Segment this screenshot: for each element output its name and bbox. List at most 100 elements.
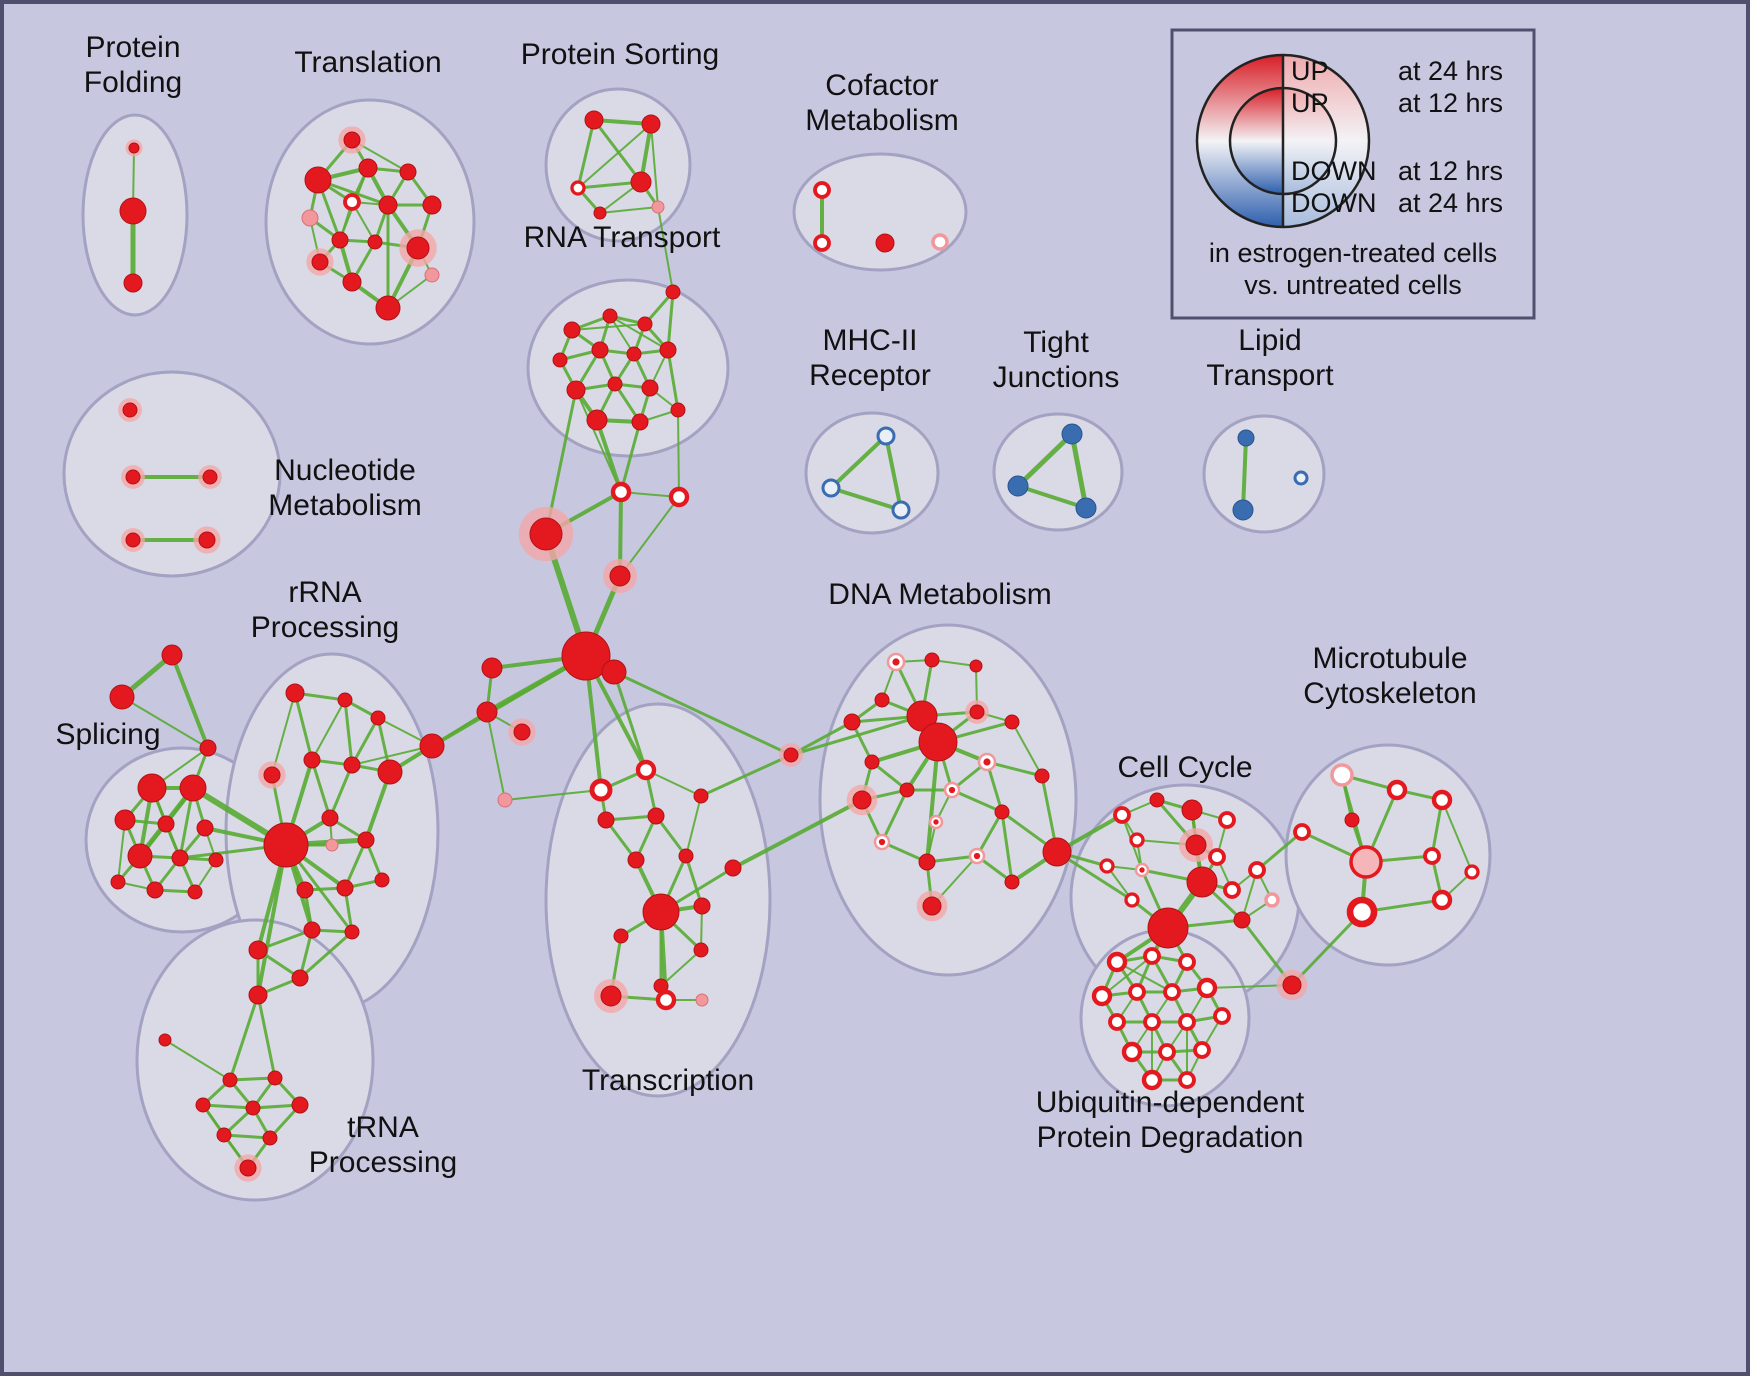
edge-dm7-dm19 [925,740,940,864]
edge-tj2-tj3 [1016,484,1088,510]
node-c11 [497,792,513,808]
node-c9 [508,718,536,746]
node-rt3 [637,316,653,332]
node-cm3 [875,233,895,253]
node-c4 [603,559,637,593]
legend-row-time: at 12 hrs [1398,88,1503,118]
edge-mh1-mh3 [884,434,903,512]
node-mt10 [1464,864,1480,880]
node-rt7 [626,346,642,362]
node-t12 [306,248,334,276]
cluster-ellipse-nucleotide-metabolism [62,370,282,578]
node-rr15 [303,921,321,939]
edge-ps1-ps2 [592,118,653,126]
node-cy14 [1248,861,1266,879]
node-mt5 [1293,823,1311,841]
edge-rt4-rt8 [666,290,675,352]
node-c10 [419,733,445,759]
cluster-label-rna-transport: RNA Transport [524,221,721,254]
node-rr2 [337,692,353,708]
node-nm3 [198,465,222,489]
node-tj1 [1061,423,1083,445]
node-tx14 [655,989,677,1011]
node-dm2 [924,652,940,668]
edge-d0-dm6 [789,714,924,757]
edge-rt12-c2 [595,418,623,494]
node-rt11 [641,379,659,397]
cluster-label-microtubule-cytoskeleton: Microtubule [1312,642,1467,675]
node-sp1 [161,644,183,666]
cluster-label-cell-cycle: Cell Cycle [1117,751,1252,784]
node-dm7 [918,722,958,762]
node-ub2 [1143,947,1161,965]
node-cy6 [1179,828,1213,862]
node-cy10 [1186,866,1218,898]
nodes [109,110,1480,1182]
edge-rr3-rr6 [350,716,380,767]
node-nm1 [118,398,142,422]
edge-rr5-rr9 [310,758,332,820]
edge-ub1-ub6 [1116,961,1173,993]
cluster-label-cofactor-metabolism: Metabolism [805,104,958,137]
node-tr3 [222,1072,238,1088]
node-t6 [301,209,319,227]
node-ub15 [1141,1069,1163,1091]
node-ps5 [593,206,607,220]
node-dm22 [1004,874,1020,890]
node-dm19 [918,853,936,871]
node-tx4 [647,807,665,825]
node-rt10 [607,376,623,392]
cluster-label-dna-metabolism: DNA Metabolism [828,578,1051,611]
edge-dm14-dm18 [880,788,909,844]
edge-ps1-ps3 [576,118,596,190]
node-ub10 [1178,1013,1196,1031]
node-tx5 [693,788,709,804]
node-tr10 [234,1154,262,1182]
node-ub7 [1196,977,1218,999]
edge-mh2-mh3 [829,486,903,512]
node-dm3 [969,659,983,673]
node-cm2 [813,234,831,252]
node-tx13 [594,979,628,1013]
node-ps2 [641,114,661,134]
node-cy3 [1181,799,1203,821]
edge-pk1-mt8 [1290,910,1364,987]
node-sp10 [171,849,189,867]
edge-tr1-tr3 [228,993,260,1082]
node-cy11 [1147,907,1189,949]
node-c3 [668,486,690,508]
node-dm1 [886,652,906,672]
node-rt2 [602,308,618,324]
node-tr4 [267,1070,283,1086]
node-c8 [476,701,498,723]
edge-mt3-mt10 [1441,799,1473,873]
node-nm4 [121,528,145,552]
node-tx15 [695,993,709,1007]
node-nm2 [121,465,145,489]
legend-row-time: at 24 hrs [1398,188,1503,218]
node-pf2 [119,197,147,225]
edge-rr2-rr5 [311,699,346,761]
node-rr3 [370,710,386,726]
node-tr6 [245,1100,261,1116]
node-d0 [779,743,803,767]
edge-c11-tx1 [504,789,602,801]
node-cy13 [1124,892,1140,908]
edge-tr5-tr6 [201,1103,255,1110]
node-cy2 [1149,792,1165,808]
node-ub4 [1091,985,1113,1007]
edge-c10-rr6 [351,745,433,766]
cluster-ellipse-translation [264,98,476,346]
cluster-label-microtubule-cytoskeleton: Cytoskeleton [1303,677,1476,710]
node-lt2 [1232,499,1254,521]
edge-dm15-dm17 [950,788,1004,814]
edge-c11-c8 [486,711,506,801]
node-tx8 [642,893,680,931]
node-mt6 [1349,845,1383,879]
node-sp14 [110,874,126,890]
node-t7 [378,195,398,215]
legend-caption: in estrogen-treated cells [1209,238,1497,268]
edge-ps2-ps3 [577,123,652,189]
node-c2 [610,481,632,503]
